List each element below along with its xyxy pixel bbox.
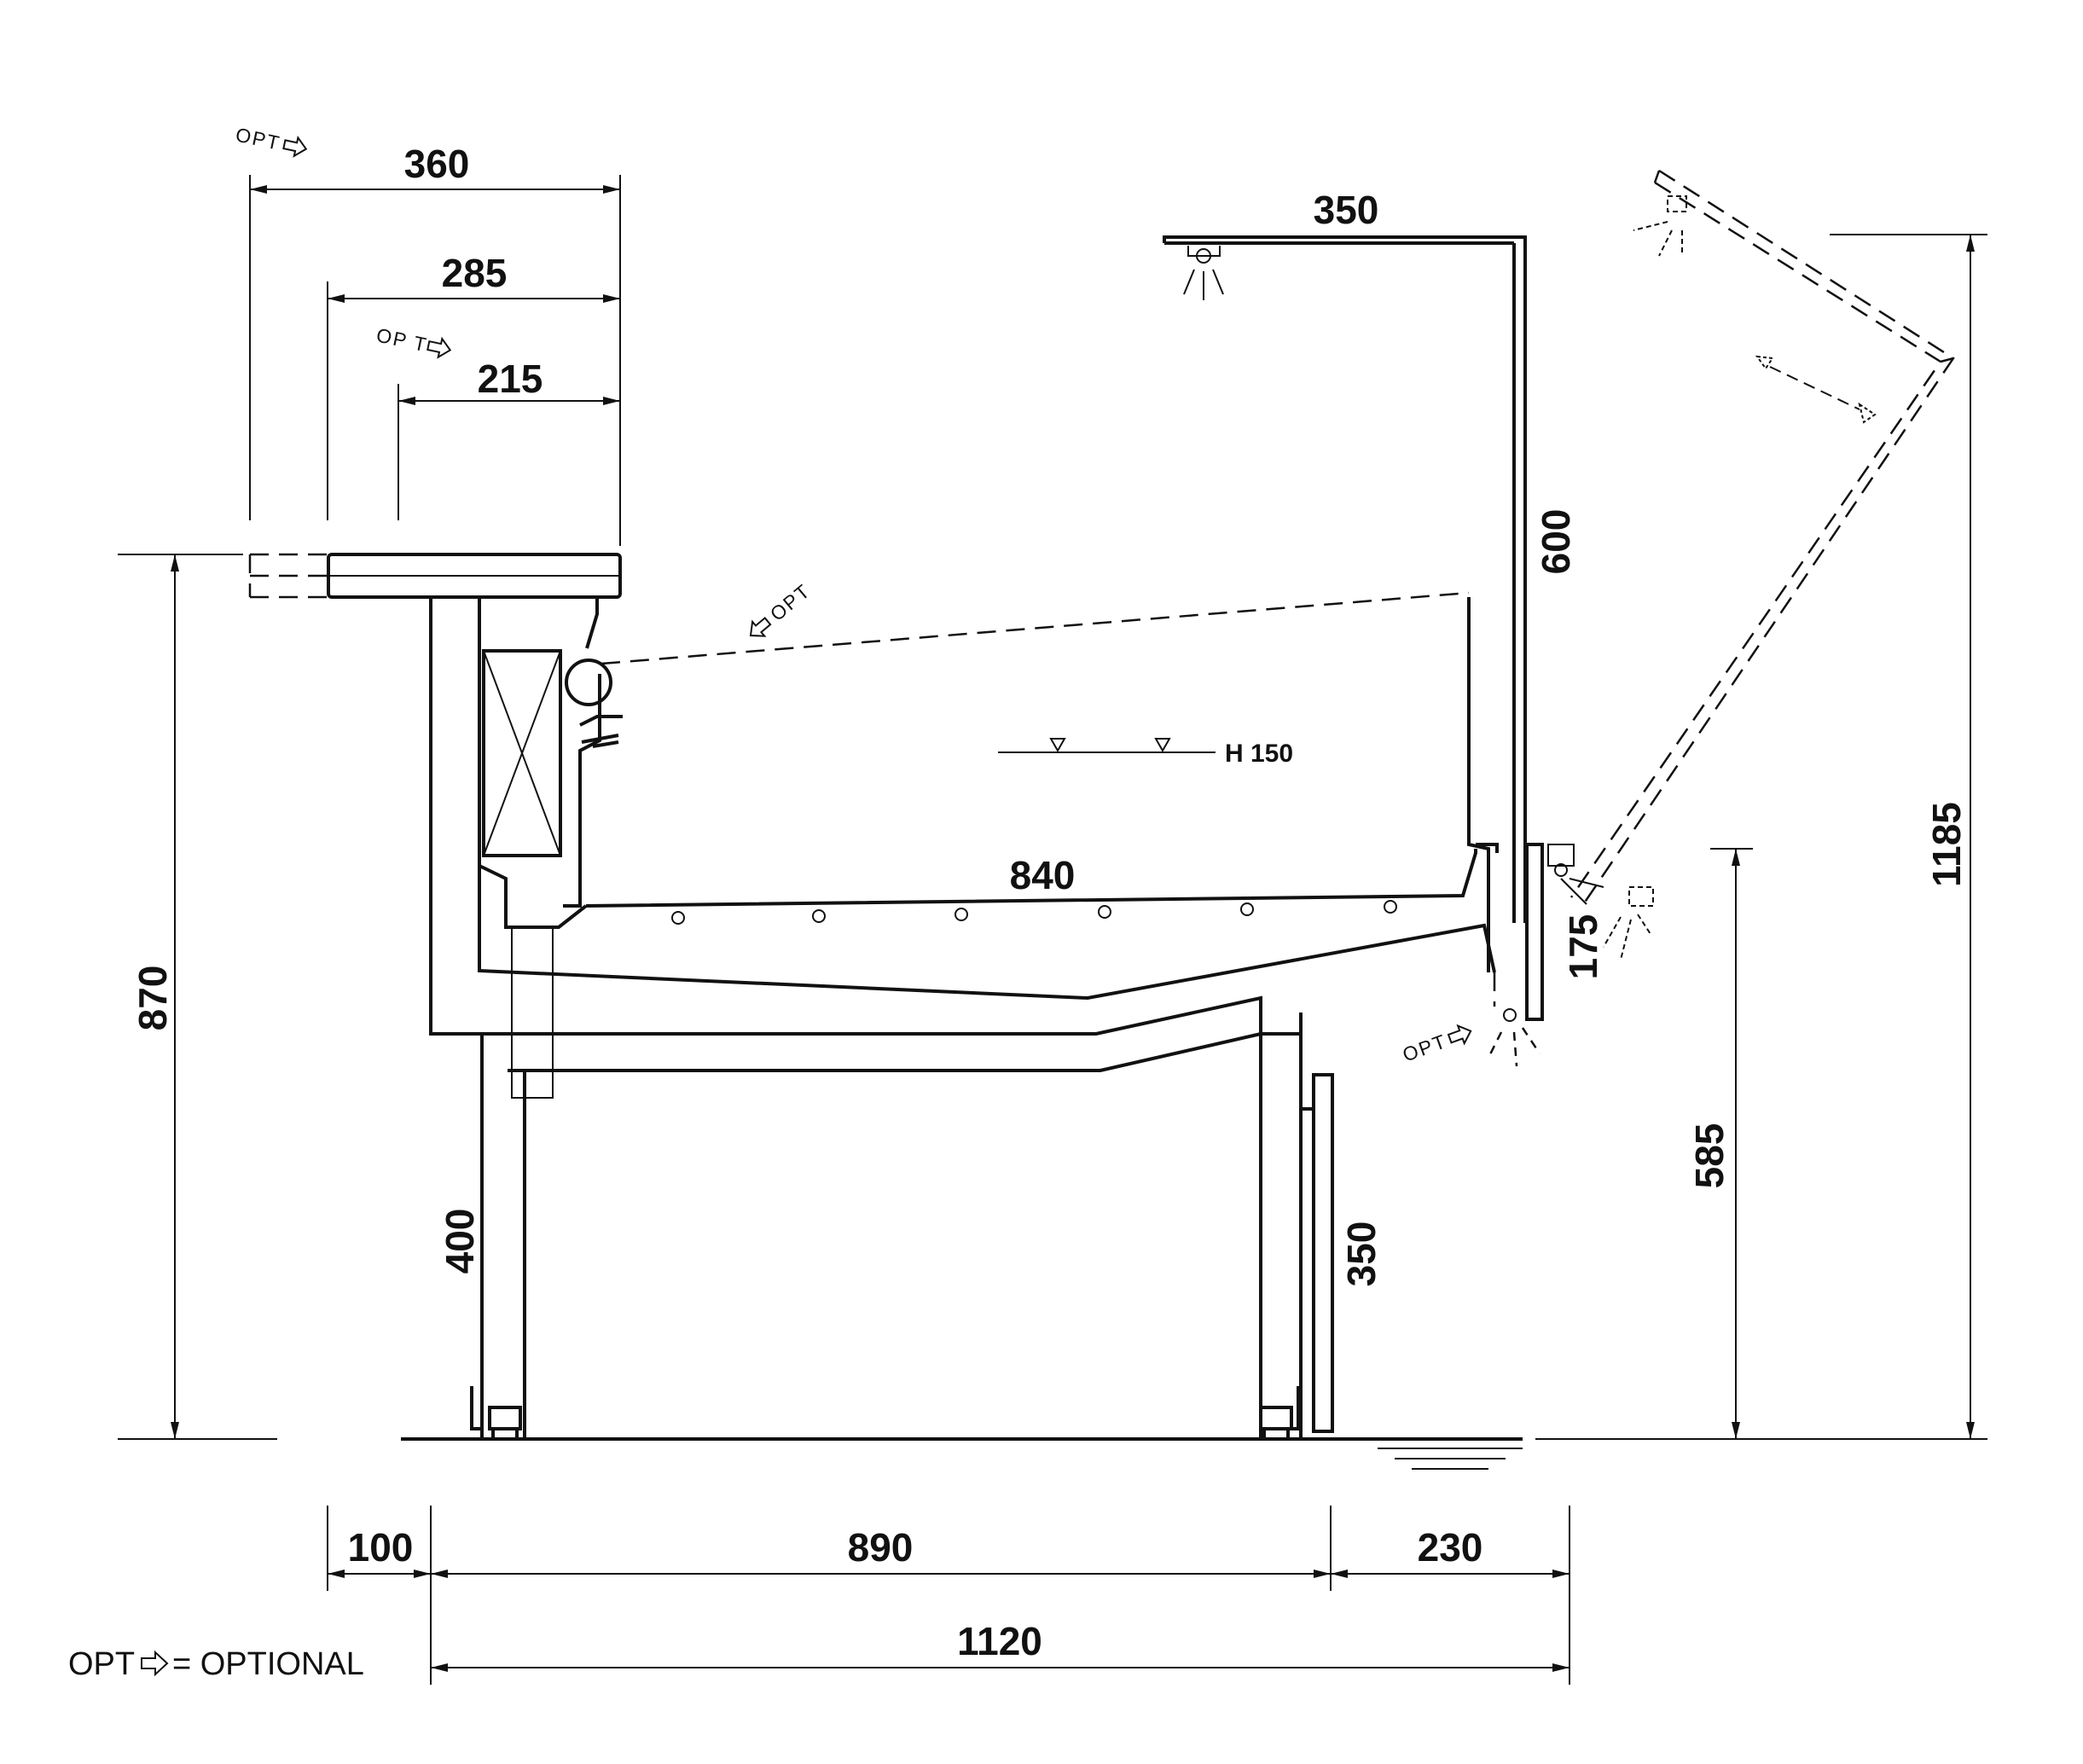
dim-panel-350: 350 [1339,1221,1384,1287]
tub-holes [671,900,1397,925]
ground-symbol [1378,1448,1523,1470]
legend: OPT = OPTIONAL [68,1646,364,1682]
dim-230: 230 [1418,1525,1483,1570]
dim-215: 215 [478,357,543,401]
dimension-lines [118,175,1987,1685]
counter-top-shelf [248,553,622,599]
dim-870: 870 [131,966,175,1031]
canopy-light-icon [1183,246,1224,300]
svg-text:OP T: OP T [374,323,430,356]
dimension-labels: 360 285 215 350 600 840 870 400 350 1185… [131,142,1969,1663]
dim-285: 285 [442,251,508,295]
legend-prefix: OPT [68,1646,135,1682]
optional-tilted-canopy [1570,169,1955,960]
svg-text:OPT: OPT [1400,1030,1450,1066]
dim-400: 400 [438,1209,482,1274]
dim-100: 100 [348,1525,414,1570]
dim-840: 840 [1010,853,1076,897]
legend-arrow-icon [141,1650,169,1677]
counter-body [429,591,1499,1439]
canopy [1163,235,1527,923]
floor [118,1437,1987,1470]
dim-175: 175 [1561,914,1605,980]
opt-marker-lower: OPT [1400,1021,1475,1066]
dim-890: 890 [848,1525,914,1570]
opt-marker-mid: OP T [374,323,454,361]
opt-marker-top: OPT [234,123,310,160]
dim-600: 600 [1534,509,1578,575]
dim-585: 585 [1687,1123,1732,1189]
opt-marker-glass: OPT [743,579,815,644]
opt-markers: OPT OP T OPT OPT [234,123,1475,1066]
dim-360: 360 [404,142,470,186]
dim-1185: 1185 [1924,802,1969,887]
level-mark-h150: H 150 [1225,740,1293,768]
front-rail [1487,843,1604,1067]
legend-suffix: = OPTIONAL [172,1646,364,1682]
optional-lower-light-icon [1487,972,1541,1067]
svg-text:OPT: OPT [766,579,815,625]
svg-text:OPT: OPT [234,123,283,154]
optional-side-light-icon [1603,886,1654,960]
front-panel [1301,1073,1334,1433]
dim-canopy-350: 350 [1314,188,1379,232]
optional-mid-arrow [1755,355,1877,424]
dim-1120: 1120 [957,1619,1042,1663]
legs [470,1386,1300,1441]
front-light-icon [1547,844,1604,905]
optional-top-light-icon [1633,195,1687,257]
